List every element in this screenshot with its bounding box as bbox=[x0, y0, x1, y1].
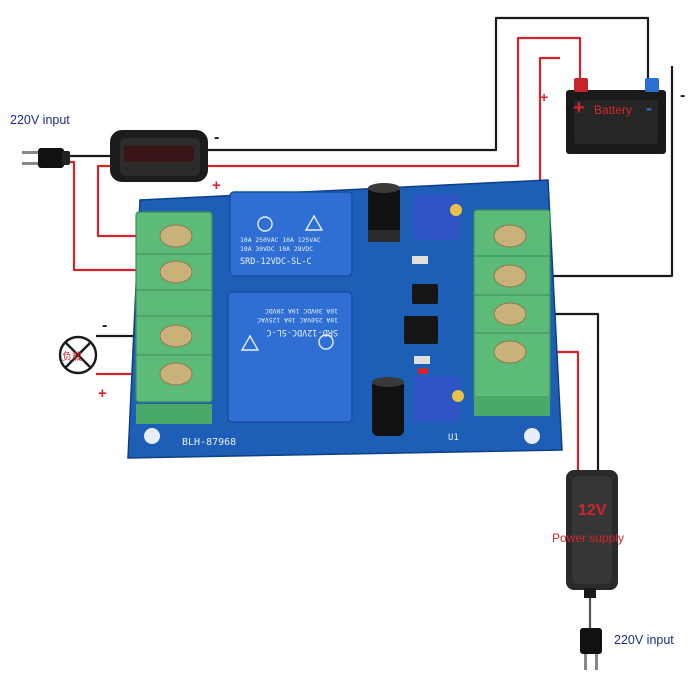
terminal-screws-right bbox=[493, 224, 527, 364]
input-top-label: 220V input bbox=[10, 113, 70, 127]
ic-chip bbox=[404, 316, 438, 344]
battery-wire-plus: + bbox=[540, 89, 548, 105]
battery-wire-minus: - bbox=[680, 87, 685, 104]
adapter-minus: - bbox=[214, 129, 219, 146]
trimmer-pot-top bbox=[414, 194, 462, 240]
trimmer-pot-bottom bbox=[414, 376, 464, 422]
relay-top-line1: 10A 250VAC 10A 125VAC bbox=[240, 236, 321, 244]
battery-positive-terminal bbox=[574, 78, 588, 92]
battery-plus-sign: + bbox=[573, 97, 585, 119]
capacitor-bottom bbox=[372, 377, 404, 436]
input-bottom-label: 220V input bbox=[614, 633, 674, 647]
relay-top-model: SRD-12VDC-SL-C bbox=[240, 257, 312, 267]
smd-component-2 bbox=[414, 356, 430, 364]
transistor-chip bbox=[412, 284, 438, 304]
capacitor-top bbox=[368, 183, 400, 242]
relay-bottom-line1: 10A 250VAC 10A 125VAC bbox=[257, 316, 338, 324]
relay-board: BLH-87968 U1 10A 250VAC 10A 125VAC 10A 3… bbox=[127, 179, 563, 459]
relay-bottom-line2: 10A 30VDC 10A 28VDC bbox=[265, 307, 338, 315]
battery-negative-terminal bbox=[645, 78, 659, 92]
smd-component-1 bbox=[412, 256, 428, 264]
battery-minus-sign: - bbox=[646, 98, 652, 118]
board-ref-label: U1 bbox=[448, 433, 459, 443]
terminal-block-right bbox=[473, 209, 551, 416]
plug-top-icon bbox=[22, 148, 70, 168]
load-plus: + bbox=[98, 385, 107, 402]
relay-bottom: SRD-12VDC-SL-C 10A 250VAC 10A 125VAC 10A… bbox=[227, 291, 353, 423]
led-indicator bbox=[418, 368, 428, 374]
battery bbox=[566, 78, 666, 154]
wire-adapter-negative bbox=[206, 16, 650, 152]
battery-label: Battery bbox=[594, 103, 632, 117]
load-icon bbox=[58, 335, 98, 375]
wire-mains-to-left-t2 bbox=[68, 160, 170, 272]
relay-bottom-model: SRD-12VDC-SL-C bbox=[266, 327, 338, 337]
load-label: 负载 bbox=[62, 350, 82, 363]
adapter-plus: + bbox=[212, 177, 221, 194]
load-minus: - bbox=[102, 317, 107, 334]
relay-top: 10A 250VAC 10A 125VAC 10A 30VDC 10A 28VD… bbox=[229, 191, 353, 277]
wire-adapter-to-left-t1 bbox=[96, 164, 170, 238]
power-supply-voltage: 12V bbox=[578, 502, 607, 519]
power-supply bbox=[566, 470, 618, 598]
wire-adapter-positive bbox=[206, 36, 582, 168]
power-supply-label: Power supply bbox=[552, 531, 624, 545]
relay-top-line2: 10A 30VDC 10A 28VDC bbox=[240, 245, 313, 253]
terminal-block-left bbox=[135, 211, 213, 424]
terminal-screws-left bbox=[159, 224, 193, 386]
plug-bottom-icon bbox=[580, 628, 602, 670]
wire-battery-to-right-t2 bbox=[512, 66, 674, 278]
board-model-label: BLH-87968 bbox=[182, 437, 236, 448]
charger-adapter bbox=[110, 130, 208, 182]
